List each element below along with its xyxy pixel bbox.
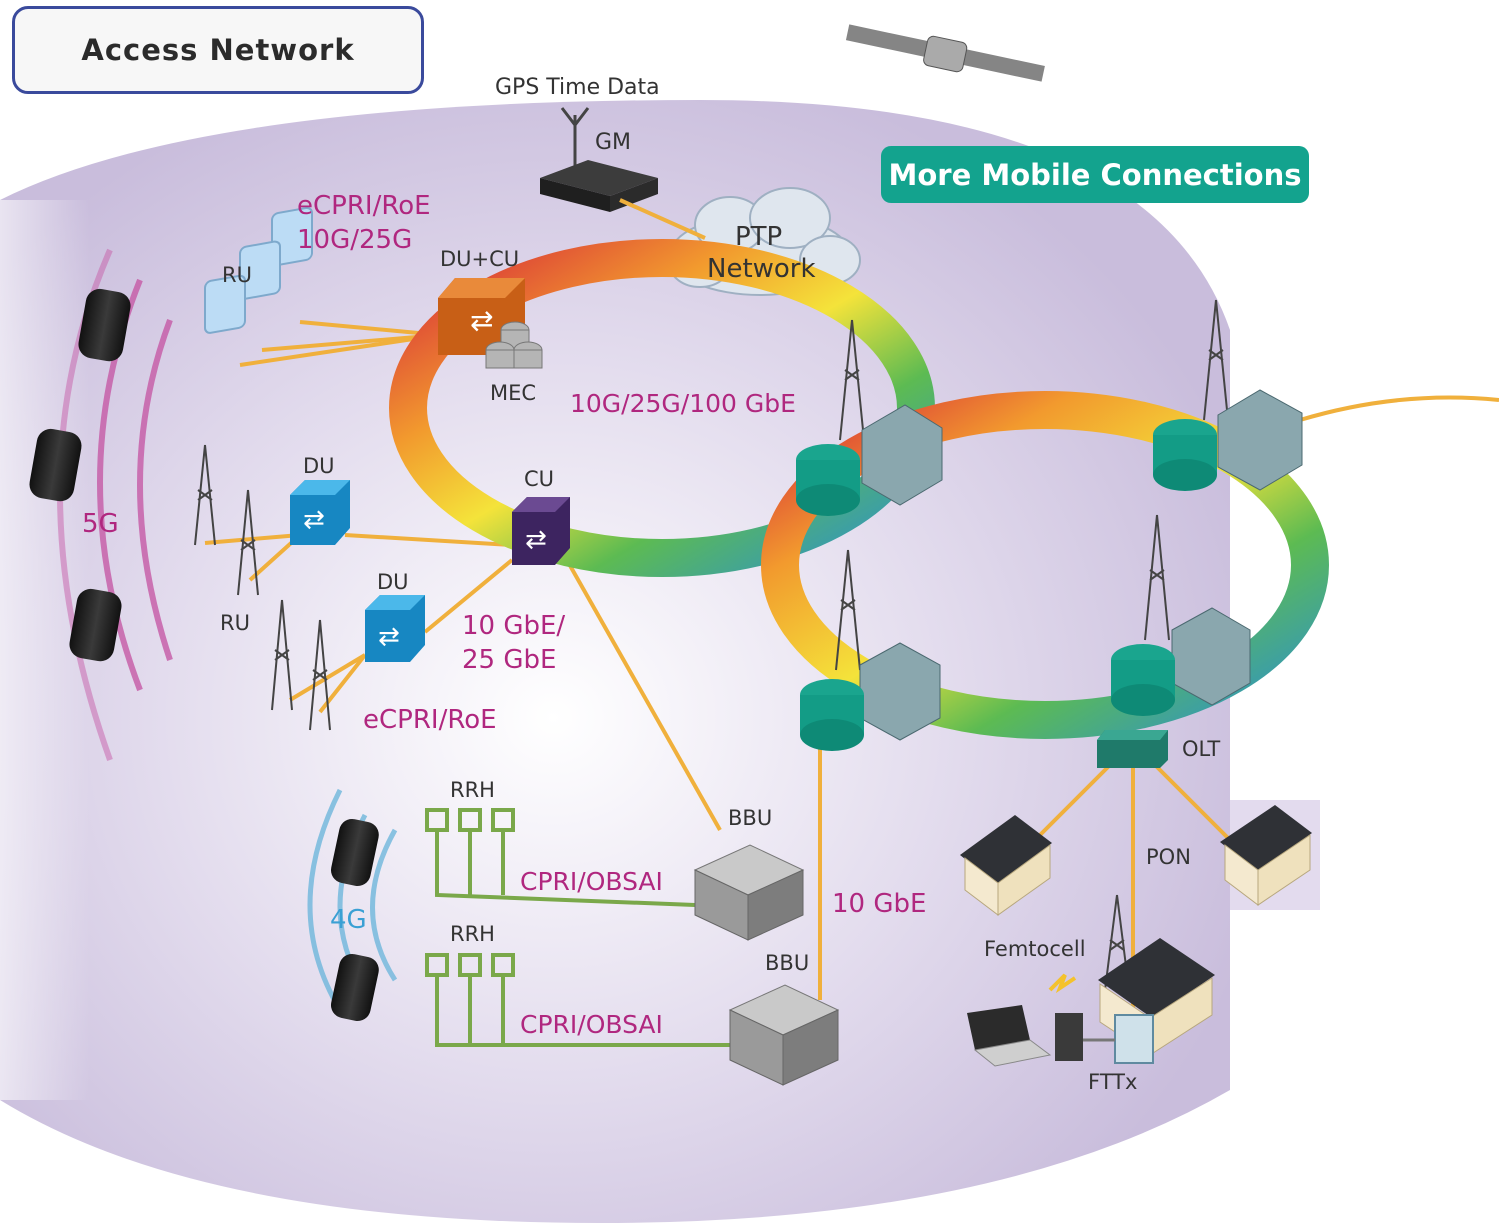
tower-icons — [194, 299, 1229, 991]
label-du-2: DU — [377, 570, 409, 594]
label-five-g: 5G — [82, 509, 119, 539]
house-icon-1 — [960, 815, 1052, 917]
label-ru-mid: RU — [220, 611, 250, 635]
label-rrh-2: RRH — [450, 922, 495, 946]
label-four-g: 4G — [330, 905, 367, 935]
page-title: Access Network — [81, 33, 355, 67]
access-network-title-box: Access Network — [12, 6, 424, 94]
gm-device-icon — [540, 107, 658, 212]
label-ecpri-roe-bottom: eCPRI/RoE — [363, 705, 497, 735]
core-ring-left — [389, 239, 935, 577]
label-cpri-obsai-1: CPRI/OBSAI — [520, 867, 663, 896]
label-cu: CU — [524, 467, 554, 491]
label-cpri-obsai-2: CPRI/OBSAI — [520, 1010, 663, 1039]
label-ptp-line1: PTP — [735, 222, 782, 252]
label-gbe-line2: 25 GbE — [462, 645, 556, 675]
label-ecpri-roe-top-line1: eCPRI/RoE — [297, 191, 431, 221]
laptop-icon — [967, 1005, 1052, 1067]
svg-text:⇄: ⇄ — [470, 304, 493, 337]
du-switch-icon-1: ⇄ — [290, 480, 350, 545]
svg-text:⇄: ⇄ — [378, 622, 400, 652]
router-server-icon-1 — [796, 404, 943, 516]
label-pon: PON — [1146, 845, 1191, 869]
label-bbu-2: BBU — [765, 951, 809, 975]
label-ptp-line2: Network — [707, 254, 816, 284]
label-ecpri-roe-top-line2: 10G/25G — [297, 225, 412, 255]
phone-icons — [29, 288, 379, 1022]
diagram-labels: GPS Time Data GM PTP Network eCPRI/RoE 1… — [82, 75, 1220, 1094]
cpri-links — [425, 808, 730, 1047]
label-ring-speed: 10G/25G/100 GbE — [570, 389, 796, 418]
svg-text:⇄: ⇄ — [525, 525, 547, 555]
label-ten-gbe: 10 GbE — [832, 889, 926, 919]
bbu-building-icon-2 — [728, 984, 840, 1086]
label-ru-top: RU — [222, 263, 252, 287]
bbu-building-icon-1 — [693, 844, 805, 941]
router-server-icon-4 — [1111, 607, 1251, 716]
label-gm: GM — [595, 130, 631, 155]
label-du-1: DU — [303, 454, 335, 478]
label-fttx: FTTx — [1088, 1070, 1137, 1094]
svg-text:⇄: ⇄ — [303, 505, 325, 535]
femtocell-icon — [1048, 973, 1083, 1061]
ru-panel-icons — [204, 206, 313, 334]
label-bbu-1: BBU — [728, 806, 772, 830]
fttx-device-icon — [1083, 1014, 1154, 1064]
router-server-icon-3 — [800, 642, 941, 751]
label-gps-time-data: GPS Time Data — [495, 75, 660, 100]
router-server-icon-2 — [1153, 389, 1303, 491]
label-rrh-1: RRH — [450, 778, 495, 802]
mec-server-icon — [485, 321, 543, 369]
badge-label: More Mobile Connections — [888, 157, 1302, 192]
more-mobile-connections-badge: More Mobile Connections — [881, 146, 1309, 203]
du-switch-icon-2: ⇄ — [365, 595, 425, 662]
core-ring-right — [761, 391, 1329, 739]
label-olt: OLT — [1182, 737, 1220, 761]
cu-switch-icon: ⇄ — [512, 497, 570, 565]
label-gbe-line1: 10 GbE/ — [462, 611, 565, 641]
label-femtocell: Femtocell — [984, 937, 1086, 961]
olt-device-icon — [1097, 730, 1168, 768]
label-du-cu: DU+CU — [440, 247, 519, 271]
label-mec: MEC — [490, 381, 536, 405]
satellite-icon — [845, 24, 1045, 82]
house-icon-2 — [1220, 800, 1320, 910]
